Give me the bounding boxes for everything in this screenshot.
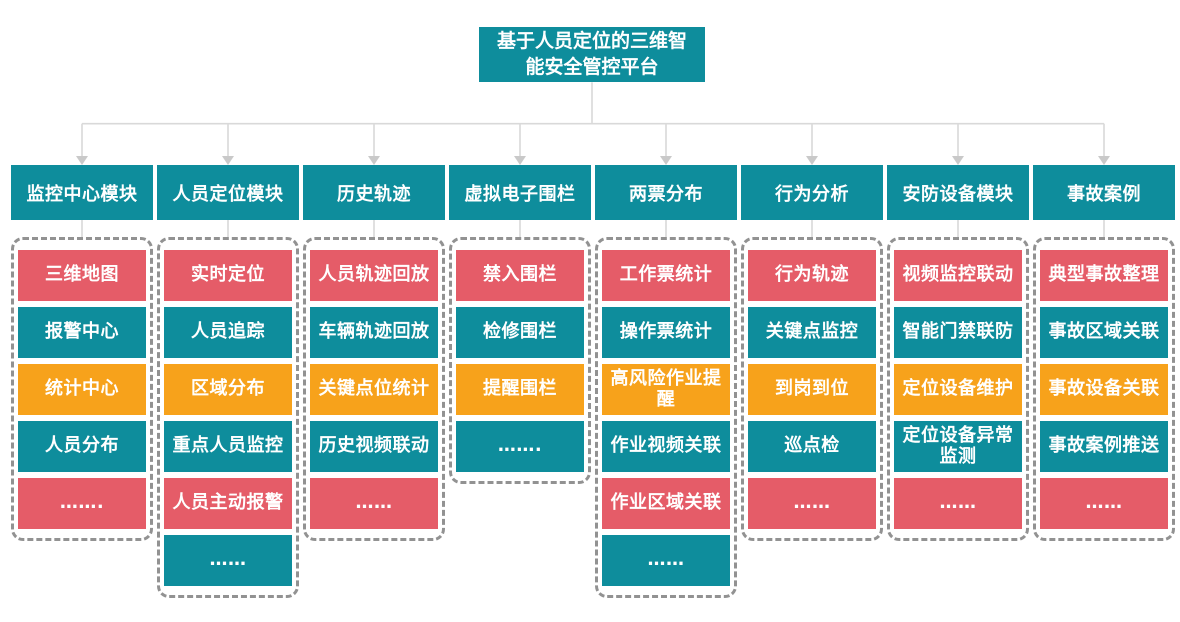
- feature-item: ……: [310, 478, 438, 529]
- feature-item: 事故设备关联: [1040, 364, 1168, 415]
- feature-item: ……: [1040, 478, 1168, 529]
- feature-item: 视频监控联动: [894, 250, 1022, 301]
- feature-item: 人员轨迹回放: [310, 250, 438, 301]
- feature-item: 区域分布: [164, 364, 292, 415]
- feature-item: 工作票统计: [602, 250, 730, 301]
- module-header: 历史轨迹: [303, 165, 445, 220]
- module-feature-group: 人员轨迹回放车辆轨迹回放关键点位统计历史视频联动 ……: [303, 237, 445, 541]
- module-header: 虚拟电子围栏: [449, 165, 591, 220]
- feature-item: 智能门禁联防: [894, 307, 1022, 358]
- feature-item: 定位设备维护: [894, 364, 1022, 415]
- feature-item: 三维地图: [18, 250, 146, 301]
- module-columns: 监控中心模块三维地图报警中心统计中心人员分布…….人员定位模块实时定位人员追踪区…: [11, 165, 1175, 598]
- feature-item: …….: [456, 421, 584, 472]
- module-feature-group: 典型事故整理事故区域关联事故设备关联事故案例推送 ……: [1033, 237, 1175, 541]
- feature-item: 高风险作业提醒: [602, 364, 730, 415]
- module-column: 人员定位模块实时定位人员追踪区域分布重点人员监控人员主动报警 ……: [157, 165, 299, 598]
- feature-item: 人员主动报警: [164, 478, 292, 529]
- feature-item: 提醒围栏: [456, 364, 584, 415]
- feature-item: 作业区域关联: [602, 478, 730, 529]
- feature-item: 禁入围栏: [456, 250, 584, 301]
- feature-item: 关键点监控: [748, 307, 876, 358]
- feature-item: …….: [18, 478, 146, 529]
- feature-item: 统计中心: [18, 364, 146, 415]
- feature-item: 作业视频关联: [602, 421, 730, 472]
- feature-item: 人员追踪: [164, 307, 292, 358]
- feature-item: ……: [602, 535, 730, 586]
- module-feature-group: 视频监控联动智能门禁联防定位设备维护定位设备异常监测 ……: [887, 237, 1029, 541]
- feature-item: ……: [164, 535, 292, 586]
- module-column: 安防设备模块视频监控联动智能门禁联防定位设备维护定位设备异常监测 ……: [887, 165, 1029, 598]
- module-column: 虚拟电子围栏禁入围栏检修围栏提醒围栏 …….: [449, 165, 591, 598]
- feature-item: 实时定位: [164, 250, 292, 301]
- module-header: 两票分布: [595, 165, 737, 220]
- feature-item: ……: [894, 478, 1022, 529]
- module-header: 监控中心模块: [11, 165, 153, 220]
- module-header: 人员定位模块: [157, 165, 299, 220]
- module-column: 两票分布工作票统计操作票统计高风险作业提醒作业视频关联作业区域关联 ……: [595, 165, 737, 598]
- module-header: 安防设备模块: [887, 165, 1029, 220]
- feature-item: 车辆轨迹回放: [310, 307, 438, 358]
- feature-item: 操作票统计: [602, 307, 730, 358]
- feature-item: 报警中心: [18, 307, 146, 358]
- module-column: 事故案例典型事故整理事故区域关联事故设备关联事故案例推送 ……: [1033, 165, 1175, 598]
- feature-item: 历史视频联动: [310, 421, 438, 472]
- module-feature-group: 三维地图报警中心统计中心人员分布 …….: [11, 237, 153, 541]
- feature-item: 关键点位统计: [310, 364, 438, 415]
- feature-item: 巡点检: [748, 421, 876, 472]
- root-node-title: 基于人员定位的三维智能安全管控平台: [479, 27, 705, 83]
- feature-item: 事故案例推送: [1040, 421, 1168, 472]
- feature-item: 定位设备异常监测: [894, 421, 1022, 472]
- module-column: 历史轨迹人员轨迹回放车辆轨迹回放关键点位统计历史视频联动 ……: [303, 165, 445, 598]
- feature-item: 典型事故整理: [1040, 250, 1168, 301]
- module-feature-group: 实时定位人员追踪区域分布重点人员监控人员主动报警 ……: [157, 237, 299, 598]
- feature-item: ……: [748, 478, 876, 529]
- module-header: 行为分析: [741, 165, 883, 220]
- feature-item: 人员分布: [18, 421, 146, 472]
- module-column: 行为分析行为轨迹关键点监控到岗到位巡点检 ……: [741, 165, 883, 598]
- module-feature-group: 禁入围栏检修围栏提醒围栏 …….: [449, 237, 591, 484]
- module-header: 事故案例: [1033, 165, 1175, 220]
- module-feature-group: 行为轨迹关键点监控到岗到位巡点检 ……: [741, 237, 883, 541]
- module-feature-group: 工作票统计操作票统计高风险作业提醒作业视频关联作业区域关联 ……: [595, 237, 737, 598]
- feature-item: 事故区域关联: [1040, 307, 1168, 358]
- feature-item: 重点人员监控: [164, 421, 292, 472]
- module-column: 监控中心模块三维地图报警中心统计中心人员分布 …….: [11, 165, 153, 598]
- feature-item: 检修围栏: [456, 307, 584, 358]
- feature-item: 行为轨迹: [748, 250, 876, 301]
- feature-item: 到岗到位: [748, 364, 876, 415]
